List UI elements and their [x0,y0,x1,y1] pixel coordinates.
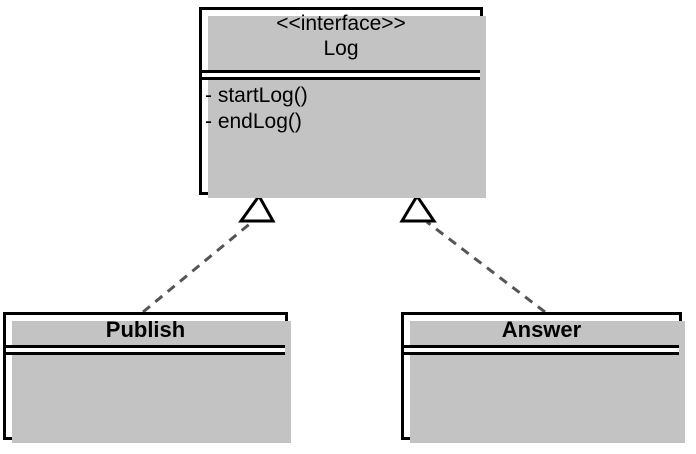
class-compartment-divider-answer [404,345,679,355]
realization-publish-to-log [142,193,276,314]
class-header-publish: Publish [6,315,285,345]
class-header-log: <<interface>> Log [202,10,480,70]
class-members-log: - startLog() - endLog() [202,80,480,136]
class-compartment-divider-log [202,70,480,80]
class-box-answer[interactable]: Answer [401,312,685,443]
realization-line-publish [142,220,253,314]
hollow-triangle-arrowhead-answer [399,193,437,223]
realization-line-answer [426,220,546,314]
class-members-answer [404,355,679,427]
class-member-end-log: - endLog() [205,110,302,134]
class-members-publish [6,355,285,427]
class-box-publish[interactable]: Publish [3,312,291,443]
class-compartment-divider-publish [6,345,285,355]
class-name-answer: Answer [501,317,582,342]
realization-answer-to-log [399,193,546,314]
class-header-answer: Answer [404,315,679,345]
class-name-log: Log [323,36,359,60]
hollow-triangle-arrowhead-publish [238,193,276,223]
class-box-log[interactable]: <<interface>> Log - startLog() - endLog(… [199,7,486,198]
class-stereotype-log: <<interface>> [276,12,406,35]
class-member-start-log: - startLog() [205,84,308,107]
class-name-publish: Publish [105,317,186,342]
